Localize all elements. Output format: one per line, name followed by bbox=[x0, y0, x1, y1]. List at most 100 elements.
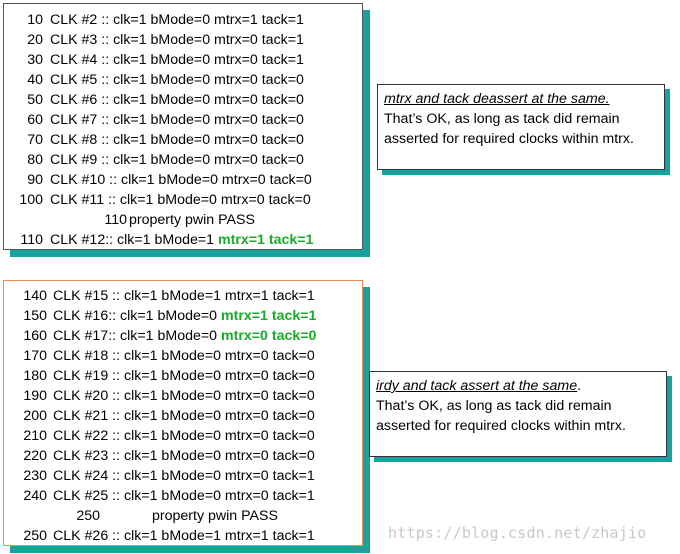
log-line: 110 CLK #12:: clk=1 bMode=1 mtrx=1 tack=1 bbox=[4, 230, 362, 250]
log-text: CLK #4 :: clk=1 bMode=0 mtrx=0 tack=1 bbox=[50, 50, 304, 70]
log-time: 230 bbox=[23, 468, 47, 484]
log-text: CLK #23 :: clk=1 bMode=0 mtrx=0 tack=0 bbox=[53, 446, 315, 466]
log-segment: CLK #17:: clk=1 bMode=0 bbox=[53, 328, 221, 344]
log-text: CLK #16:: clk=1 bMode=0 mtrx=1 tack=1 bbox=[53, 306, 316, 326]
log-segment: CLK #4 :: clk=1 bMode=0 mtrx=0 tack=1 bbox=[50, 52, 304, 68]
log-segment: CLK #18 :: clk=1 bMode=0 mtrx=0 tack=0 bbox=[53, 348, 315, 364]
log-time: 110 bbox=[20, 232, 43, 248]
log-line: 230 CLK #24 :: clk=1 bMode=0 mtrx=0 tack=… bbox=[4, 466, 362, 486]
log-line: 50 CLK #6 :: clk=1 bMode=0 mtrx=0 tack=0 bbox=[4, 90, 362, 110]
log-text: CLK #11 :: clk=1 bMode=0 mtrx=0 tack=0 bbox=[50, 190, 311, 210]
log-text: CLK #3 :: clk=1 bMode=0 mtrx=0 tack=1 bbox=[50, 30, 304, 50]
highlighted-signal: mtrx=0 tack=0 bbox=[221, 328, 317, 344]
log-text: CLK #6 :: clk=1 bMode=0 mtrx=0 tack=0 bbox=[50, 90, 304, 110]
log-line: 150 CLK #16:: clk=1 bMode=0 mtrx=1 tack=1 bbox=[4, 306, 362, 326]
note-callout-bottom: irdy and tack assert at the same. That’s… bbox=[369, 371, 667, 457]
log-line: 210 CLK #22 :: clk=1 bMode=0 mtrx=0 tack=… bbox=[4, 426, 362, 446]
property-pass-line: 250 property pwin PASS bbox=[4, 506, 362, 526]
log-time: 240 bbox=[23, 488, 47, 504]
note-heading: mtrx and tack deassert at the same. bbox=[384, 91, 610, 107]
log-segment: CLK #3 :: clk=1 bMode=0 mtrx=0 tack=1 bbox=[50, 32, 304, 48]
log-time: 90 bbox=[27, 172, 43, 188]
log-text: CLK #15 :: clk=1 bMode=1 mtrx=1 tack=1 bbox=[53, 286, 315, 306]
log-text: CLK #10 :: clk=1 bMode=0 mtrx=0 tack=0 bbox=[50, 170, 312, 190]
log-segment: CLK #9 :: clk=1 bMode=0 mtrx=0 tack=0 bbox=[50, 152, 304, 168]
log-time: 110 bbox=[104, 212, 127, 228]
log-line: 60 CLK #7 :: clk=1 bMode=0 mtrx=0 tack=0 bbox=[4, 110, 362, 130]
log-segment: CLK #20 :: clk=1 bMode=0 mtrx=0 tack=0 bbox=[53, 388, 315, 404]
log-line: 190 CLK #20 :: clk=1 bMode=0 mtrx=0 tack=… bbox=[4, 386, 362, 406]
log-line: 80 CLK #9 :: clk=1 bMode=0 mtrx=0 tack=0 bbox=[4, 150, 362, 170]
log-segment: CLK #6 :: clk=1 bMode=0 mtrx=0 tack=0 bbox=[50, 92, 304, 108]
log-segment: CLK #10 :: clk=1 bMode=0 mtrx=0 tack=0 bbox=[50, 172, 312, 188]
log-time: 80 bbox=[27, 152, 43, 168]
log-line: 30 CLK #4 :: clk=1 bMode=0 mtrx=0 tack=1 bbox=[4, 50, 362, 70]
note-body: That’s OK, as long as tack did remain as… bbox=[384, 111, 634, 147]
note-heading: irdy and tack assert at the same bbox=[376, 378, 578, 394]
log-time: 50 bbox=[27, 92, 43, 108]
log-segment: CLK #26 :: clk=1 bMode=1 mtrx=1 tack=1 bbox=[53, 528, 315, 544]
note-callout-top: mtrx and tack deassert at the same. That… bbox=[377, 84, 665, 170]
log-line: 240 CLK #25 :: clk=1 bMode=0 mtrx=0 tack=… bbox=[4, 486, 362, 506]
log-text: CLK #25 :: clk=1 bMode=0 mtrx=0 tack=1 bbox=[53, 486, 315, 506]
log-segment: CLK #21 :: clk=1 bMode=0 mtrx=0 tack=0 bbox=[53, 408, 315, 424]
log-text: CLK #22 :: clk=1 bMode=0 mtrx=0 tack=0 bbox=[53, 426, 315, 446]
log-text: CLK #18 :: clk=1 bMode=0 mtrx=0 tack=0 bbox=[53, 346, 315, 366]
log-time: 170 bbox=[23, 348, 47, 364]
log-time: 40 bbox=[27, 72, 43, 88]
log-segment: property pwin PASS bbox=[129, 212, 255, 228]
log-time: 150 bbox=[23, 308, 47, 324]
log-segment: CLK #25 :: clk=1 bMode=0 mtrx=0 tack=1 bbox=[53, 488, 315, 504]
log-segment: property pwin PASS bbox=[152, 508, 278, 524]
log-text: CLK #26 :: clk=1 bMode=1 mtrx=1 tack=1 bbox=[53, 526, 315, 546]
log-text: CLK #7 :: clk=1 bMode=0 mtrx=0 tack=0 bbox=[50, 110, 304, 130]
log-time: 180 bbox=[23, 368, 47, 384]
log-line: 70 CLK #8 :: clk=1 bMode=0 mtrx=0 tack=0 bbox=[4, 130, 362, 150]
log-text: CLK #21 :: clk=1 bMode=0 mtrx=0 tack=0 bbox=[53, 406, 315, 426]
log-text: property pwin PASS bbox=[129, 210, 255, 230]
log-time: 210 bbox=[23, 428, 47, 444]
log-time: 190 bbox=[23, 388, 47, 404]
log-time: 60 bbox=[27, 112, 43, 128]
log-line: 40 CLK #5 :: clk=1 bMode=0 mtrx=0 tack=0 bbox=[4, 70, 362, 90]
log-time: 100 bbox=[19, 192, 43, 208]
log-time: 140 bbox=[23, 288, 47, 304]
log-segment: CLK #2 :: clk=1 bMode=0 mtrx=1 tack=1 bbox=[50, 12, 304, 28]
log-line: 160 CLK #17:: clk=1 bMode=0 mtrx=0 tack=0 bbox=[4, 326, 362, 346]
log-text: property pwin PASS bbox=[152, 506, 278, 526]
log-text: CLK #24 :: clk=1 bMode=0 mtrx=0 tack=1 bbox=[53, 466, 315, 486]
log-text: CLK #12:: clk=1 bMode=1 mtrx=1 tack=1 bbox=[50, 230, 313, 250]
watermark-url: https://blog.csdn.net/zhajio bbox=[388, 524, 647, 542]
log-time: 30 bbox=[27, 52, 43, 68]
note-body: That’s OK, as long as tack did remain as… bbox=[376, 398, 626, 434]
log-time: 20 bbox=[27, 32, 43, 48]
log-segment: CLK #8 :: clk=1 bMode=0 mtrx=0 tack=0 bbox=[50, 132, 304, 148]
log-time: 70 bbox=[27, 132, 43, 148]
log-text: CLK #5 :: clk=1 bMode=0 mtrx=0 tack=0 bbox=[50, 70, 304, 90]
log-time: 250 bbox=[76, 508, 100, 524]
log-segment: CLK #19 :: clk=1 bMode=0 mtrx=0 tack=0 bbox=[53, 368, 315, 384]
log-text: CLK #8 :: clk=1 bMode=0 mtrx=0 tack=0 bbox=[50, 130, 304, 150]
log-text: CLK #9 :: clk=1 bMode=0 mtrx=0 tack=0 bbox=[50, 150, 304, 170]
log-lines: 140 CLK #15 :: clk=1 bMode=1 mtrx=1 tack=… bbox=[4, 286, 362, 546]
log-time: 160 bbox=[23, 328, 47, 344]
log-segment: CLK #11 :: clk=1 bMode=0 mtrx=0 tack=0 bbox=[50, 192, 311, 208]
log-segment: CLK #22 :: clk=1 bMode=0 mtrx=0 tack=0 bbox=[53, 428, 315, 444]
log-segment: CLK #16:: clk=1 bMode=0 bbox=[53, 308, 221, 324]
log-panel-bottom: 140 CLK #15 :: clk=1 bMode=1 mtrx=1 tack=… bbox=[3, 280, 363, 546]
log-segment: CLK #5 :: clk=1 bMode=0 mtrx=0 tack=0 bbox=[50, 72, 304, 88]
highlighted-signal: mtrx=1 tack=1 bbox=[218, 232, 314, 248]
log-segment: CLK #12:: clk=1 bMode=1 bbox=[50, 232, 218, 248]
log-line: 20 CLK #3 :: clk=1 bMode=0 mtrx=0 tack=1 bbox=[4, 30, 362, 50]
log-time: 250 bbox=[23, 528, 47, 544]
log-segment: CLK #24 :: clk=1 bMode=0 mtrx=0 tack=1 bbox=[53, 468, 315, 484]
log-segment: CLK #15 :: clk=1 bMode=1 mtrx=1 tack=1 bbox=[53, 288, 315, 304]
log-segment: CLK #23 :: clk=1 bMode=0 mtrx=0 tack=0 bbox=[53, 448, 315, 464]
log-line: 250 CLK #26 :: clk=1 bMode=1 mtrx=1 tack=… bbox=[4, 526, 362, 546]
